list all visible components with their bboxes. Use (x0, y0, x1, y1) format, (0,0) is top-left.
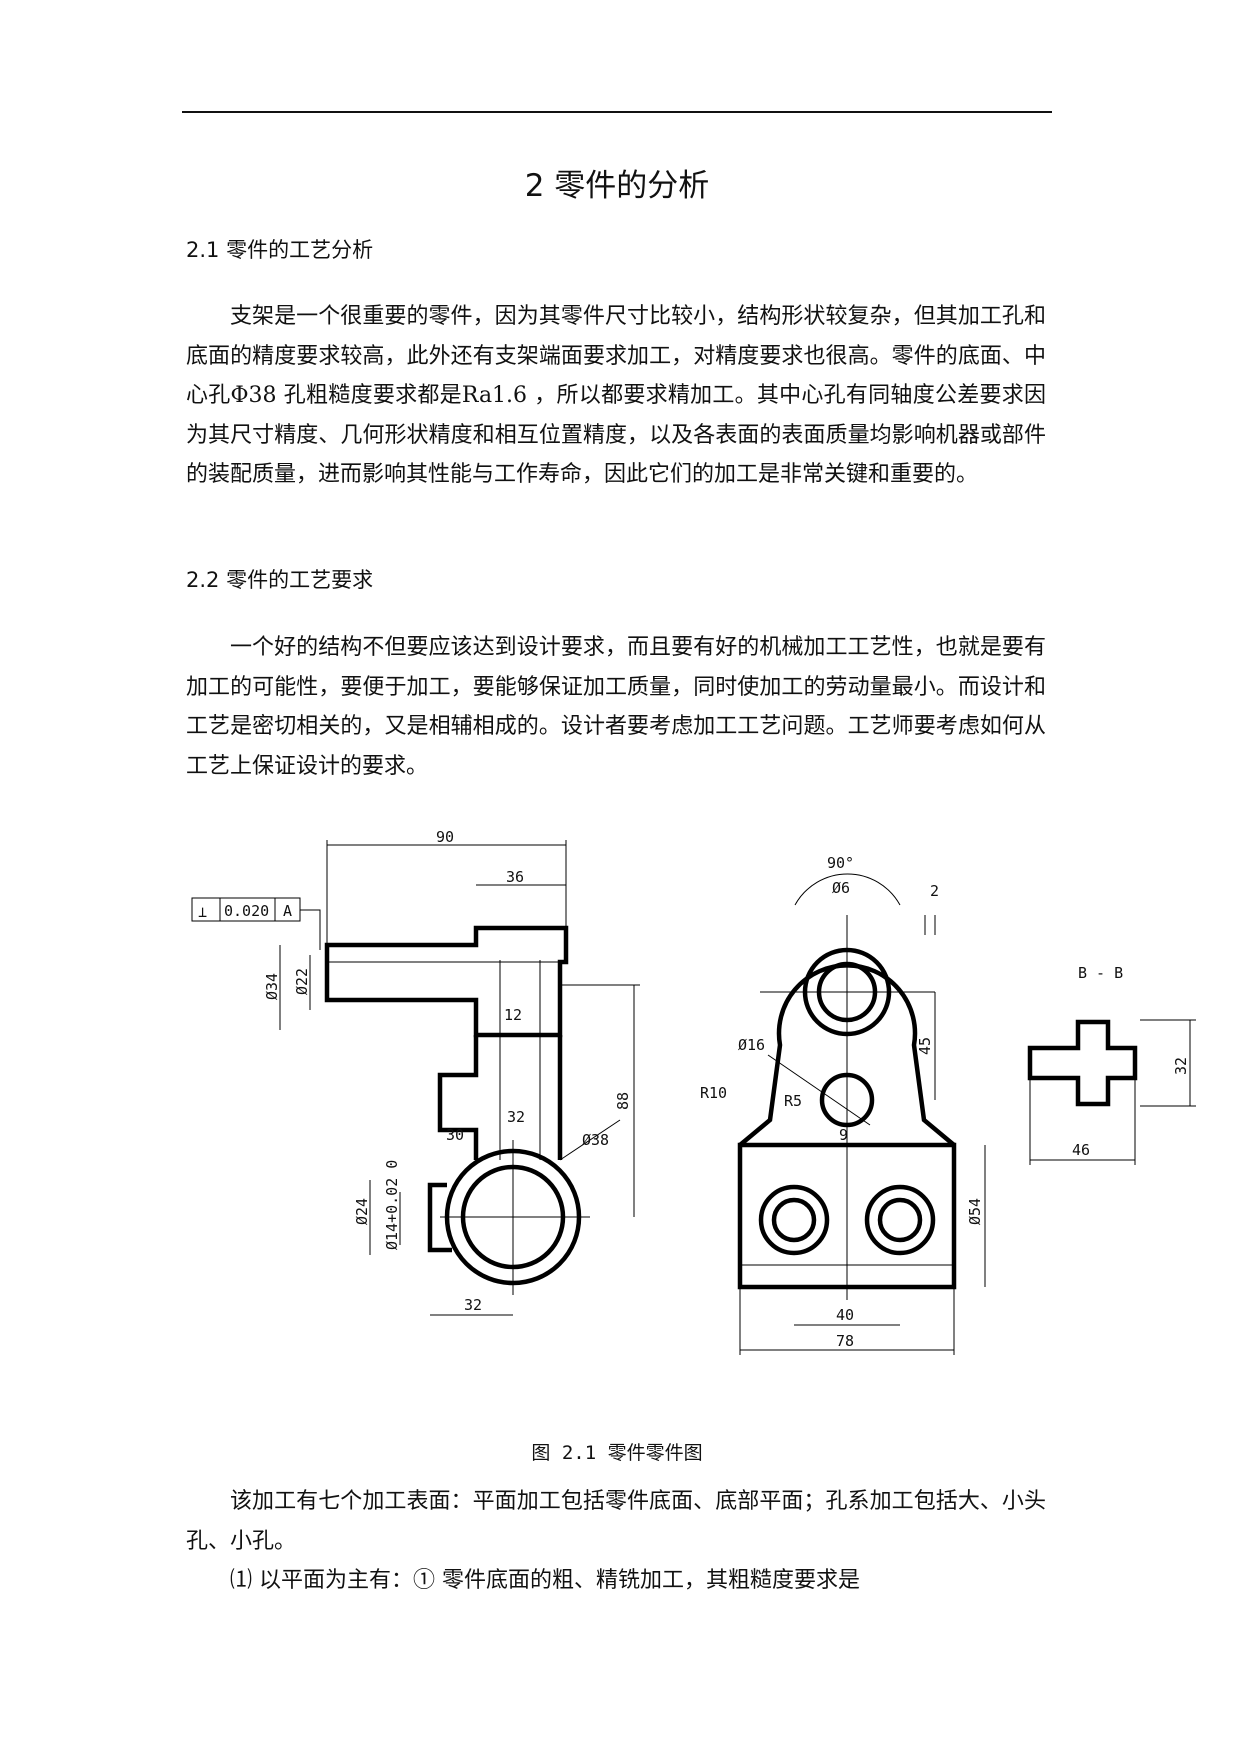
dim-90: 90 (436, 828, 454, 846)
side-lug (427, 1182, 452, 1253)
section-label: B - B (1078, 964, 1123, 982)
perpendicularity-symbol: ⊥ (198, 903, 207, 921)
dim-32-section: 32 (1172, 1057, 1190, 1075)
side-base-hole-right (864, 1184, 936, 1256)
section-paragraph-2-1: 支架是一个很重要的零件，因为其零件尺寸比较小，结构形状较复杂，但其加工孔和底面的… (186, 304, 1046, 487)
cross-section-shape (1027, 1019, 1138, 1107)
section-heading-2-1: 2.1 零件的工艺分析 (186, 238, 374, 262)
upper-arm-outline (324, 925, 569, 1038)
dim-32-web: 32 (507, 1108, 525, 1126)
front-view: ⊥ 0.020 A 90 36 12 32 30 88 32 Ø3 (191, 828, 640, 1316)
section-heading-2-2: 2.2 零件的工艺要求 (186, 568, 374, 592)
dim-2: 2 (930, 882, 939, 900)
dim-d16: Ø16 (738, 1036, 765, 1054)
dim-d38: Ø38 (582, 1131, 609, 1149)
dim-r10: R10 (700, 1084, 727, 1102)
dim-45: 45 (916, 1037, 934, 1055)
side-base-hole-left (758, 1184, 830, 1256)
side-view: 90° Ø6 2 45 Ø16 R10 R5 9 Ø54 40 78 (700, 854, 986, 1355)
dim-30: 30 (446, 1126, 464, 1144)
dim-32-bottom: 32 (464, 1296, 482, 1314)
body-paragraph-surfaces: 该加工有七个加工表面：平面加工包括零件底面、底部平面；孔系加工包括大、小头孔、小… (186, 1489, 1046, 1554)
header-rule (182, 111, 1052, 113)
body-paragraph-planes: ⑴ 以平面为主有：① 零件底面的粗、精铣加工，其粗糙度要求是 (230, 1568, 860, 1593)
dim-78: 78 (836, 1332, 854, 1350)
dim-90-deg: 90° (827, 854, 854, 872)
web-outline-left (437, 1035, 479, 1160)
tolerance-value: 0.020 (224, 902, 269, 920)
dim-88: 88 (614, 1092, 632, 1110)
dim-46: 46 (1072, 1141, 1090, 1159)
section-view-b-b: B - B 32 46 (1027, 964, 1196, 1165)
dim-36: 36 (506, 868, 524, 886)
chapter-title: 2 零件的分析 (524, 168, 710, 204)
section-paragraph-2-2: 一个好的结构不但要应该达到设计要求，而且要有好的机械加工工艺性，也就是要有加工的… (186, 635, 1046, 779)
dim-40: 40 (836, 1306, 854, 1324)
dim-d22: Ø22 (293, 968, 311, 995)
dim-r5: R5 (784, 1092, 802, 1110)
figure-caption: 图 2.1 零件零件图 (531, 1442, 703, 1464)
dim-12: 12 (504, 1006, 522, 1024)
dim-d24: Ø24 (353, 1198, 371, 1225)
dim-d14: Ø14+0.02 0 (383, 1160, 401, 1250)
dim-d34: Ø34 (263, 973, 281, 1000)
dim-d6: Ø6 (832, 879, 850, 897)
tolerance-datum: A (283, 902, 292, 920)
dim-d54: Ø54 (966, 1198, 984, 1225)
dim-9: 9 (839, 1126, 848, 1144)
